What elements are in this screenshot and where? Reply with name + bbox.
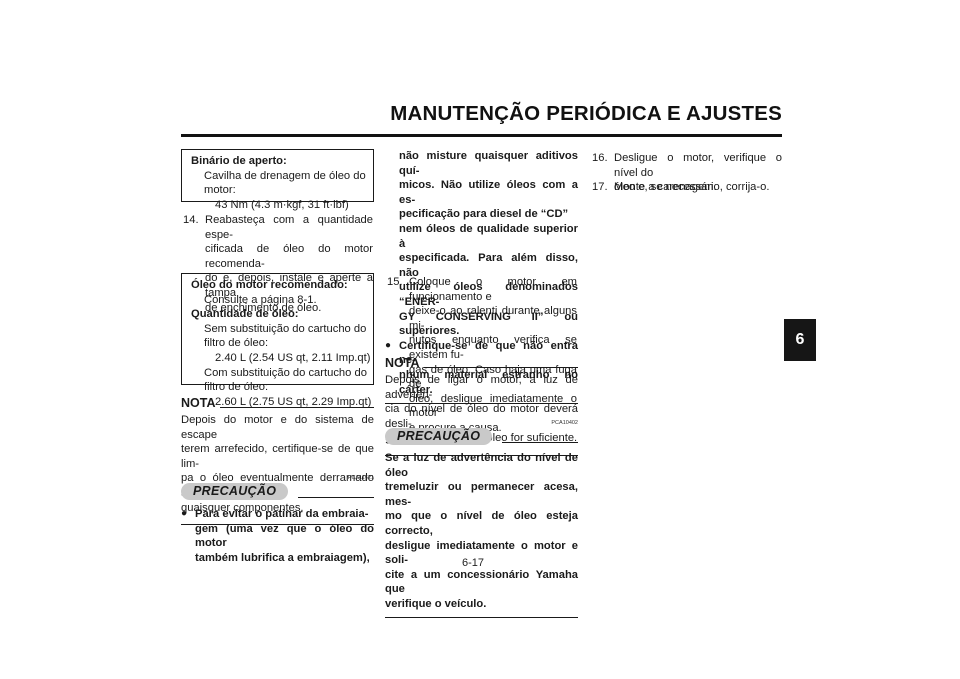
caution-line: micos. Não utilize óleos com a es- — [399, 179, 578, 206]
step-line: óleo, desligue imediatamente o motor — [409, 392, 577, 420]
torque-line: motor: — [204, 184, 236, 197]
caution-line: nem óleos de qualidade superior à — [399, 222, 578, 250]
nota-end-rule — [385, 454, 578, 456]
step-line: Monte a carenagem. — [614, 181, 717, 193]
nota-label: NOTA — [385, 356, 420, 371]
caution-line: cite a um concessionário Yamaha que — [385, 568, 578, 596]
bullet-icon: ● — [385, 339, 392, 351]
step-line: Reabasteça com a quantidade espe- — [205, 214, 373, 241]
caution-line: também lubrifica a embraiagem), — [195, 551, 370, 564]
step-17: 17. Monte a carenagem. — [592, 180, 782, 195]
oil-line: filtro de óleo: — [204, 381, 269, 394]
oil-line: Sem substituição do cartucho do — [204, 322, 367, 335]
caution-badge: PRECAUÇÃO — [385, 427, 493, 445]
step-line: Desligue o motor, verifique o nível do — [614, 152, 782, 179]
oil-quantity-heading: Quantidade de óleo: — [191, 308, 299, 321]
caution-line: especificada. Para além disso, não — [399, 252, 578, 279]
caution-line: nhum material estranho no cárter. — [399, 368, 578, 396]
caution-code: PCA11621 — [347, 475, 374, 481]
caution-rule — [502, 441, 578, 443]
oil-ref: Consulte a página 8-1. — [204, 293, 317, 306]
step-line: cificada de óleo do motor recomenda- — [205, 243, 373, 270]
nota-rule — [219, 407, 374, 408]
torque-spec-box: Binário de aperto: Cavilha de drenagem d… — [181, 149, 374, 211]
oil-value: 2.40 L (2.54 US qt, 2.11 Imp.qt) — [215, 351, 371, 364]
caution-line: gem (uma vez que o óleo do motor — [195, 522, 374, 550]
page-number: 6-17 — [462, 557, 485, 569]
step-line: deixe-o ao ralenti durante alguns mi- — [409, 305, 577, 332]
caution-line: desligue imediatamente o motor e soli- — [385, 539, 578, 567]
nota-rule — [423, 367, 578, 368]
caution-line: Para evitar o patinar da embraia- — [195, 508, 369, 520]
caution-line: mo que o nível de óleo esteja correcto, — [385, 510, 578, 537]
nota-label: NOTA — [181, 396, 216, 411]
caution-line: verifique o veículo. — [385, 597, 487, 610]
caution-badge: PRECAUÇÃO — [181, 482, 289, 500]
caution-line: pecificação para diesel de “CD” — [399, 208, 569, 221]
step-line: do e, depois, instale e aperte a tampa — [205, 272, 373, 299]
caution-rule — [298, 496, 374, 498]
caution-line: não misture quaisquer aditivos quí- — [399, 150, 578, 177]
oil-line: filtro de óleo: — [204, 337, 269, 350]
caution-bullet: ● Certifique-se de que não entra ne- nhu… — [385, 339, 578, 397]
step-line: nutos enquanto verifica se existem fu- — [409, 334, 577, 361]
step-number: 14. — [183, 214, 199, 226]
nota-line-text: terem arrefecido, certifique-se de que l… — [181, 443, 374, 470]
step-line: gas de óleo. Caso haja uma fuga de — [409, 363, 577, 391]
caution-continued: não misture quaisquer aditivos quí- mico… — [385, 149, 578, 405]
caution-line: GY CONSERVING II” ou superiores. — [399, 310, 578, 338]
caution-end-rule — [385, 616, 578, 618]
torque-heading: Binário de aperto: — [191, 155, 287, 167]
caution-end-rule — [385, 403, 578, 405]
caution-code: PCA10402 — [551, 420, 578, 426]
step-line: de enchimento de óleo. — [205, 301, 322, 314]
nota-end-rule — [181, 524, 374, 526]
caution-line: Certifique-se de que não entra ne- — [399, 339, 578, 367]
chapter-tab[interactable]: 6 — [784, 319, 816, 361]
nota-line-text: cia do nível de óleo do motor deverá des… — [385, 403, 578, 430]
caution-line: Se a luz de advertência do nível de óleo — [385, 452, 578, 479]
caution-bullet: ● Para evitar o patinar da embraia- gem … — [181, 507, 374, 565]
oil-value: 2.60 L (2.75 US qt, 2.29 Imp.qt) — [215, 395, 372, 408]
caution-section: PCA10402 PRECAUÇÃO Se a luz de advertênc… — [385, 420, 578, 618]
caution-line: utilize óleos denominados “ENER- — [399, 281, 578, 308]
step-number: 17. — [592, 181, 608, 193]
torque-line: Cavilha de drenagem de óleo do — [204, 169, 366, 182]
header-rule — [181, 134, 782, 137]
nota-line-text: Depois de ligar o motor, a luz de advert… — [385, 374, 578, 401]
step-line: Coloque o motor em funcionamento e — [409, 276, 577, 303]
nota-line-text: quaisquer componentes. — [181, 501, 304, 514]
caution-section: PCA11621 PRECAUÇÃO ● Para evitar o patin… — [181, 475, 374, 565]
step-16: 16. Desligue o motor, verifique o nível … — [592, 151, 782, 195]
step-number: 15. — [387, 276, 403, 288]
nota-line-text: Depois do motor e do sistema de escape — [181, 414, 374, 441]
bullet-icon: ● — [181, 508, 188, 519]
oil-heading: Óleo do motor recomendado: — [191, 279, 348, 291]
caution-line: tremeluzir ou permanecer acesa, mes- — [385, 481, 578, 508]
step-14: 14. Reabasteça com a quantidade espe- ci… — [183, 213, 373, 315]
nota-section: NOTA Depois do motor e do sistema de esc… — [181, 395, 374, 526]
torque-value: 43 Nm (4.3 m·kgf, 31 ft·lbf) — [215, 198, 349, 211]
oil-spec-box: Óleo do motor recomendado: Consulte a pá… — [181, 273, 374, 408]
step-number: 16. — [592, 152, 608, 164]
step-line: óleo e, se necessário, corrija-o. — [614, 181, 770, 194]
oil-line: Com substituição do cartucho do — [204, 366, 367, 379]
page-title: MANUTENÇÃO PERIÓDICA E AJUSTES — [390, 102, 782, 125]
